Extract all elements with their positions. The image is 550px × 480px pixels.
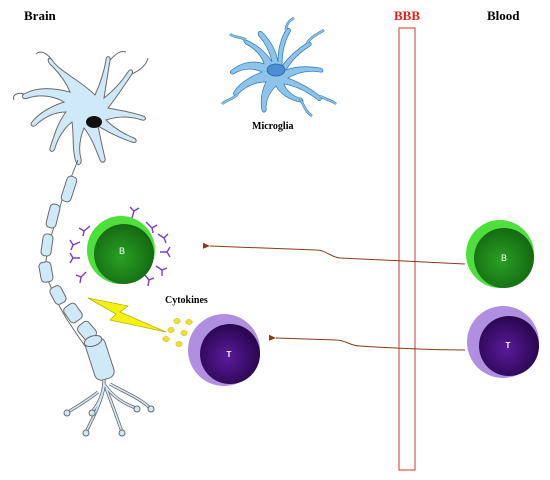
t-cell-blood-letter: T (506, 341, 511, 350)
microglia-nucleus (266, 63, 286, 77)
b-cell-blood (466, 220, 534, 288)
microglia-label: Microglia (252, 121, 294, 132)
neuron-nucleus (86, 116, 102, 128)
antibody-icon (69, 206, 171, 287)
cytokine-dots (162, 318, 193, 347)
b-cell-blood-letter: B (501, 253, 507, 263)
blood-label: Blood (487, 8, 520, 23)
cytokines-label: Cytokines (165, 295, 208, 306)
bbb-label: BBB (394, 8, 421, 23)
b-cell-brain (69, 206, 171, 287)
microglia-icon (221, 16, 337, 118)
neuron-icon (13, 51, 155, 437)
brain-label: Brain (24, 8, 56, 23)
bbb-barrier (398, 27, 416, 471)
t-cell-migration-arrow (268, 334, 466, 351)
t-cell-blood (467, 306, 539, 378)
b-cell-migration-arrow (202, 242, 466, 265)
t-cell-brain (188, 314, 260, 386)
t-cell-brain-letter: T (227, 350, 232, 359)
lightning-icon (87, 297, 167, 333)
b-cell-brain-letter: B (119, 246, 125, 256)
